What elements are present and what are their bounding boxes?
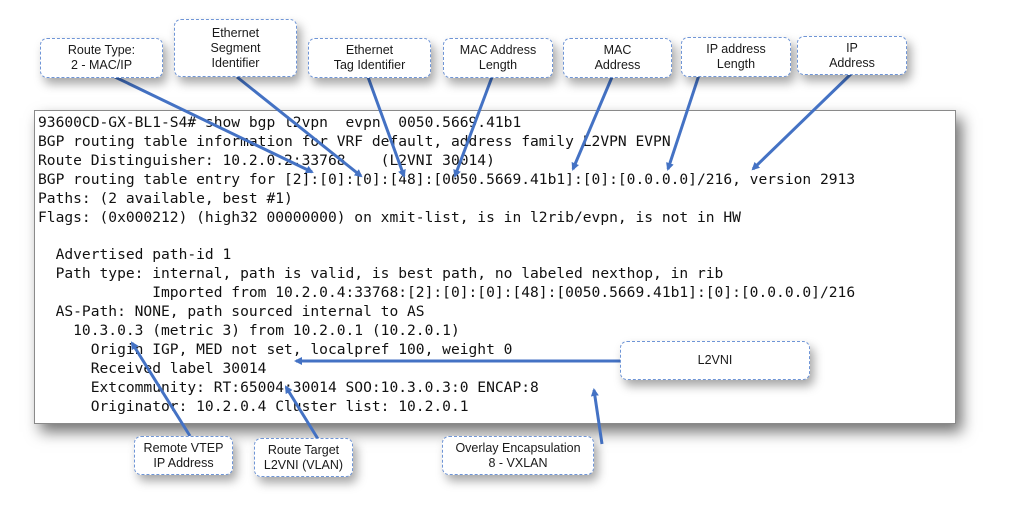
callout-l2vni: L2VNI <box>620 341 810 380</box>
cli-line: Path type: internal, path is valid, is b… <box>38 265 724 283</box>
cli-line: AS-Path: NONE, path sourced internal to … <box>38 303 425 321</box>
cli-line: Imported from 10.2.0.4:33768:[2]:[0]:[0]… <box>38 284 856 302</box>
cli-line-next-hop: 10.3.0.3 (metric 3) from 10.2.0.1 (10.2.… <box>38 321 460 339</box>
cli-output-panel: 93600CD-GX-BL1-S4# show bgp l2vpn evpn 0… <box>34 110 956 424</box>
cli-line: Flags: (0x000212) (high32 00000000) on x… <box>38 208 741 226</box>
cli-line-received-label: Received label 30014 <box>38 359 267 377</box>
callout-overlay-encapsulation: Overlay Encapsulation 8 - VXLAN <box>442 436 594 475</box>
cli-line-extcommunity: Extcommunity: RT:65004:30014 SOO:10.3.0.… <box>38 378 539 396</box>
cli-line: Paths: (2 available, best #1) <box>38 189 293 207</box>
callout-ip-address: IP Address <box>797 36 907 75</box>
cli-line-command: 93600CD-GX-BL1-S4# show bgp l2vpn evpn 0… <box>38 114 522 131</box>
cli-line: Route Distinguisher: 10.2.0.2:33768 (L2V… <box>38 151 495 169</box>
callout-route-type: Route Type: 2 - MAC/IP <box>40 38 163 78</box>
callout-ethernet-tag-identifier: Ethernet Tag Identifier <box>308 38 431 78</box>
cli-line: BGP routing table information for VRF de… <box>38 132 671 150</box>
callout-mac-address: MAC Address <box>563 38 672 78</box>
callout-mac-address-length: MAC Address Length <box>443 38 553 78</box>
callout-remote-vtep-ip-address: Remote VTEP IP Address <box>134 436 233 475</box>
cli-line: Origin IGP, MED not set, localpref 100, … <box>38 340 513 358</box>
callout-ip-address-length: IP address Length <box>681 37 791 77</box>
cli-line: Originator: 10.2.0.4 Cluster list: 10.2.… <box>38 397 469 415</box>
cli-line-route-entry: BGP routing table entry for [2]:[0]:[0]:… <box>38 170 856 188</box>
cli-line: Advertised path-id 1 <box>38 246 232 264</box>
callout-ethernet-segment-identifier: Ethernet Segment Identifier <box>174 19 297 77</box>
callout-route-target-l2vni: Route Target L2VNI (VLAN) <box>254 438 353 477</box>
